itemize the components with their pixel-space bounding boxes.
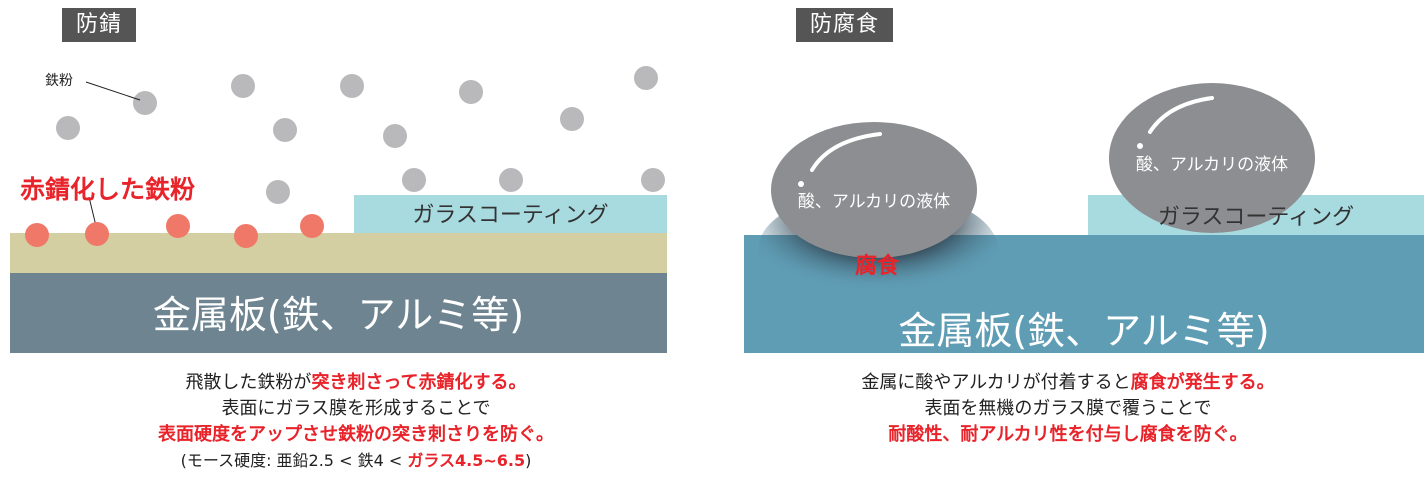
- rusted-iron-label: 赤錆化した鉄粉: [20, 175, 196, 204]
- iron-particle: [560, 107, 584, 131]
- droplet-highlight-dot: [798, 181, 804, 187]
- iron-particle: [641, 168, 665, 192]
- iron-particle: [402, 168, 426, 192]
- iron-particle: [499, 168, 523, 192]
- rust-particle: [25, 223, 49, 247]
- iron-particle: [459, 80, 483, 104]
- iron-particle: [273, 118, 297, 142]
- coating-label: ガラスコーティング: [1157, 205, 1355, 230]
- iron-particle: [383, 124, 407, 148]
- caption-line-3: 表面硬度をアップさせ鉄粉の突き刺さりを防ぐ。: [158, 424, 554, 445]
- surface-layer: [10, 233, 667, 273]
- panel-title: 防錆: [62, 8, 137, 42]
- droplet-highlight-dot: [1137, 143, 1143, 149]
- iron-powder-particles: [56, 66, 665, 204]
- metal-plate-label: 金属板(鉄、アルミ等): [898, 309, 1270, 353]
- iron-particle: [133, 91, 157, 115]
- rust-particle: [85, 222, 109, 246]
- rust-prevention-panel: 防錆: [0, 8, 712, 474]
- iron-particle: [56, 116, 80, 140]
- rust-caption: 飛散した鉄粉が突き刺さって赤錆化する。 表面にガラス膜を形成することで 表面硬度…: [0, 370, 712, 474]
- rust-diagram: [10, 66, 667, 353]
- iron-particle: [266, 180, 290, 204]
- corrosion-caption: 金属に酸やアルカリが付着すると腐食が発生する。 表面を無機のガラス膜で覆うことで…: [712, 370, 1424, 448]
- iron-powder-label: 鉄粉: [45, 73, 73, 89]
- liquid-label-2: 酸、アルカリの液体: [1135, 155, 1289, 175]
- caption-line-2: 表面にガラス膜を形成することで: [221, 398, 491, 419]
- rust-particle: [234, 224, 258, 248]
- rust-particle: [300, 214, 324, 238]
- iron-particle: [231, 74, 255, 98]
- iron-particle: [634, 66, 658, 90]
- droplet-highlight: [1148, 96, 1214, 134]
- droplet-highlight: [810, 132, 882, 172]
- metal-plate-label: 金属板(鉄、アルミ等): [152, 293, 525, 337]
- iron-particle: [340, 74, 364, 98]
- coating-label: ガラスコーティング: [412, 203, 609, 228]
- caption-line-3: 耐酸性、耐アルカリ性を付与し腐食を防ぐ。: [888, 424, 1248, 445]
- iron-powder-leader: [85, 81, 141, 101]
- metal-plate: [10, 273, 667, 353]
- corrosion-label: 腐食: [854, 254, 899, 279]
- glass-coating-layer: [354, 195, 667, 233]
- corrosion-diagram: [744, 83, 1424, 353]
- rust-particle: [166, 214, 190, 238]
- caption-line-1: 飛散した鉄粉が突き刺さって赤錆化する。: [185, 372, 527, 393]
- rust-leader: [88, 196, 97, 227]
- rusted-particles: [25, 214, 324, 248]
- panel-title: 防腐食: [796, 8, 894, 42]
- liquid-label-1: 酸、アルカリの液体: [797, 192, 951, 212]
- caption-line-4: (モース硬度: 亜鉛2.5 < 鉄4 < ガラス4.5~6.5): [180, 451, 532, 470]
- corrosion-prevention-panel: 防腐食 酸、アルカリの液体 酸、アルカリの液体 ガラスコーティング 腐食 金属板…: [712, 0, 1424, 493]
- caption-line-1: 金属に酸やアルカリが付着すると腐食が発生する。: [861, 372, 1275, 393]
- caption-line-2: 表面を無機のガラス膜で覆うことで: [924, 398, 1212, 419]
